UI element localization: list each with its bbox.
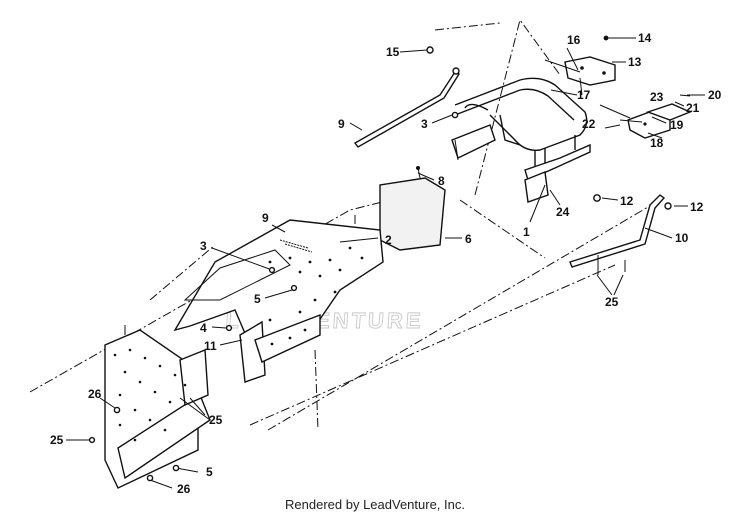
rod-9: [353, 67, 461, 148]
callout-26-bottom: 26: [177, 482, 191, 496]
callout-12-right: 12: [690, 200, 704, 214]
callout-5-floor: 5: [206, 465, 213, 479]
callout-23: 23: [650, 90, 664, 104]
callout-20: 20: [708, 88, 722, 102]
floor-section: [104, 325, 211, 489]
callout-25-right: 25: [605, 295, 619, 309]
main-deck-2: [173, 219, 384, 383]
callout-11: 11: [204, 339, 217, 353]
callout-2: 2: [385, 233, 392, 247]
callout-5-deck: 5: [254, 292, 261, 306]
callout-12-left: 12: [620, 194, 634, 208]
callout-6: 6: [465, 232, 472, 246]
hardware-fasteners: [88, 46, 459, 482]
callout-13: 13: [628, 55, 642, 69]
floor-holes: [113, 348, 187, 442]
callout-25-mid: 25: [209, 413, 223, 427]
callout-26-top: 26: [88, 387, 102, 401]
mounting-plate-13: [544, 35, 628, 96]
callout-15: 15: [386, 45, 400, 59]
callout-4: 4: [200, 321, 207, 335]
callout-7: 8: [438, 174, 445, 188]
callout-21: 21: [686, 101, 700, 115]
leader-lines: [66, 37, 705, 489]
callout-18: 18: [650, 136, 664, 150]
callout-14: 14: [638, 31, 652, 45]
rear-bar-10: [569, 194, 672, 275]
callout-8: 9: [262, 211, 269, 225]
callout-19: 19: [670, 118, 684, 132]
callout-10: 10: [675, 231, 689, 245]
callout-17: 17: [577, 88, 591, 102]
callout-1: 1: [523, 225, 530, 239]
callout-22: 22: [582, 117, 596, 131]
callout-25-left: 25: [50, 433, 64, 447]
callout-labels: 15 16 14 13 17 20 21 23 19 22 18 9 3 8 1…: [50, 31, 722, 496]
callout-3-rack: 3: [421, 117, 428, 131]
callout-24: 24: [556, 205, 570, 219]
callout-3-deck: 3: [200, 239, 207, 253]
rear-rack-frame: [451, 77, 591, 203]
bracket-18: [599, 94, 692, 139]
footer-credit: Rendered by LeadVenture, Inc.: [285, 497, 465, 512]
callout-16: 16: [567, 33, 581, 47]
callout-9: 9: [338, 117, 345, 131]
